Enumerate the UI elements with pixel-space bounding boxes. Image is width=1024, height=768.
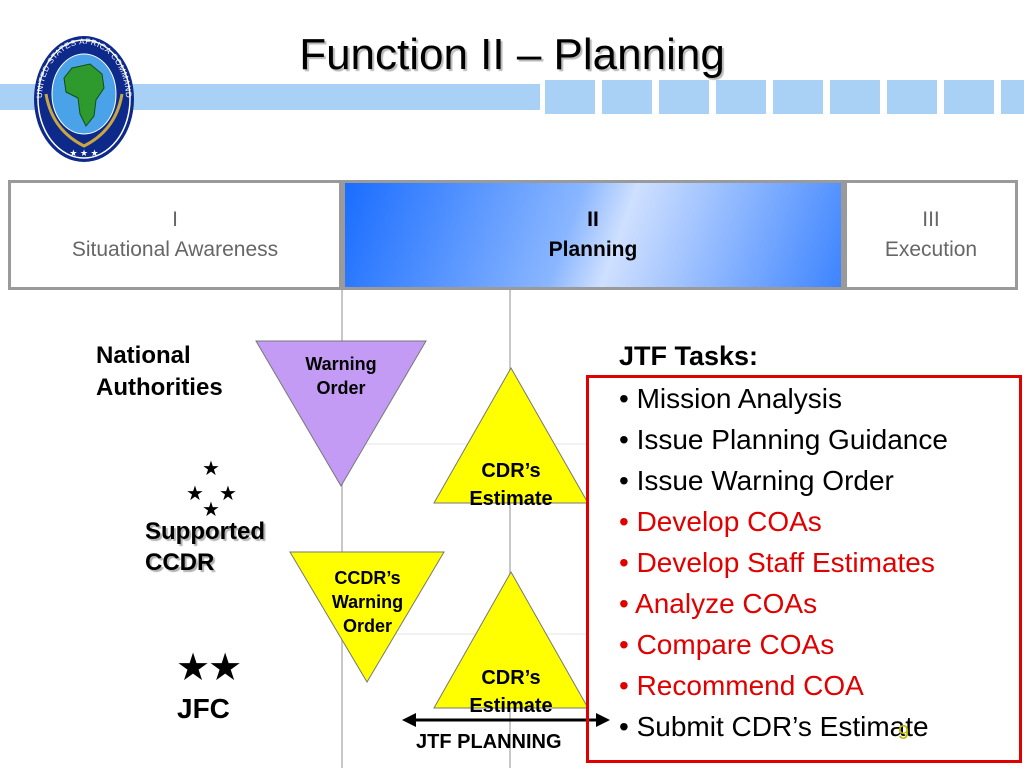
phase-label: Planning	[548, 238, 638, 261]
four-star-icon: ★ ★ ★ ★	[186, 456, 237, 521]
slide-title: Function II – Planning	[299, 30, 725, 79]
svg-text:★: ★	[186, 481, 204, 505]
jtf-tasks-box	[586, 375, 1022, 763]
ccdr-warning-order-triangle	[289, 551, 445, 683]
slide-number: 9	[898, 722, 910, 744]
task-item: • Submit CDR’s Estimate	[619, 711, 929, 742]
phase-planning: II Planning	[342, 180, 844, 290]
task-item: • Recommend COA	[619, 670, 864, 701]
africa-command-seal-icon: ★ ★ ★ UNITED STATES AFRICA COMMAND	[34, 36, 134, 162]
task-item: • Compare COAs	[619, 629, 835, 660]
task-item: • Develop Staff Estimates	[619, 547, 935, 578]
two-star-icon: ★★	[176, 647, 242, 689]
phase-numeral: II	[587, 208, 599, 231]
jfc-label: JFC	[177, 693, 230, 724]
jtf-tasks-heading: JTF Tasks:	[619, 341, 759, 371]
phase-label: Execution	[884, 238, 978, 261]
cdr-estimate-triangle	[433, 570, 589, 709]
warning-order-triangle	[255, 340, 427, 487]
phase-execution: III Execution	[844, 180, 1018, 290]
phase-situational-awareness: I Situational Awareness	[8, 180, 342, 290]
task-item: • Mission Analysis	[619, 383, 842, 414]
svg-text:★: ★	[202, 456, 220, 480]
svg-text:★ ★ ★: ★ ★ ★	[69, 148, 98, 158]
arrow-left-head-icon	[402, 713, 416, 727]
jtf-task-list: • Mission Analysis • Issue Planning Guid…	[619, 378, 948, 747]
jtf-planning-label: JTF PLANNING	[416, 731, 562, 753]
task-item: • Issue Warning Order	[619, 465, 894, 496]
task-item: • Analyze COAs	[619, 588, 818, 619]
task-item: • Issue Planning Guidance	[619, 424, 948, 455]
task-item: • Develop COAs	[619, 506, 822, 537]
cdr-estimate-triangle	[433, 366, 589, 504]
svg-text:★: ★	[219, 481, 237, 505]
svg-text:★: ★	[202, 497, 220, 521]
planning-flow-diagram: ★ ★ ★ ★	[186, 290, 610, 768]
phase-numeral: III	[922, 208, 940, 231]
arrow-right-head-icon	[596, 713, 610, 727]
phase-label: Situational Awareness	[71, 238, 279, 261]
phase-numeral: I	[172, 208, 178, 231]
title-stripe-bar	[0, 80, 1024, 114]
